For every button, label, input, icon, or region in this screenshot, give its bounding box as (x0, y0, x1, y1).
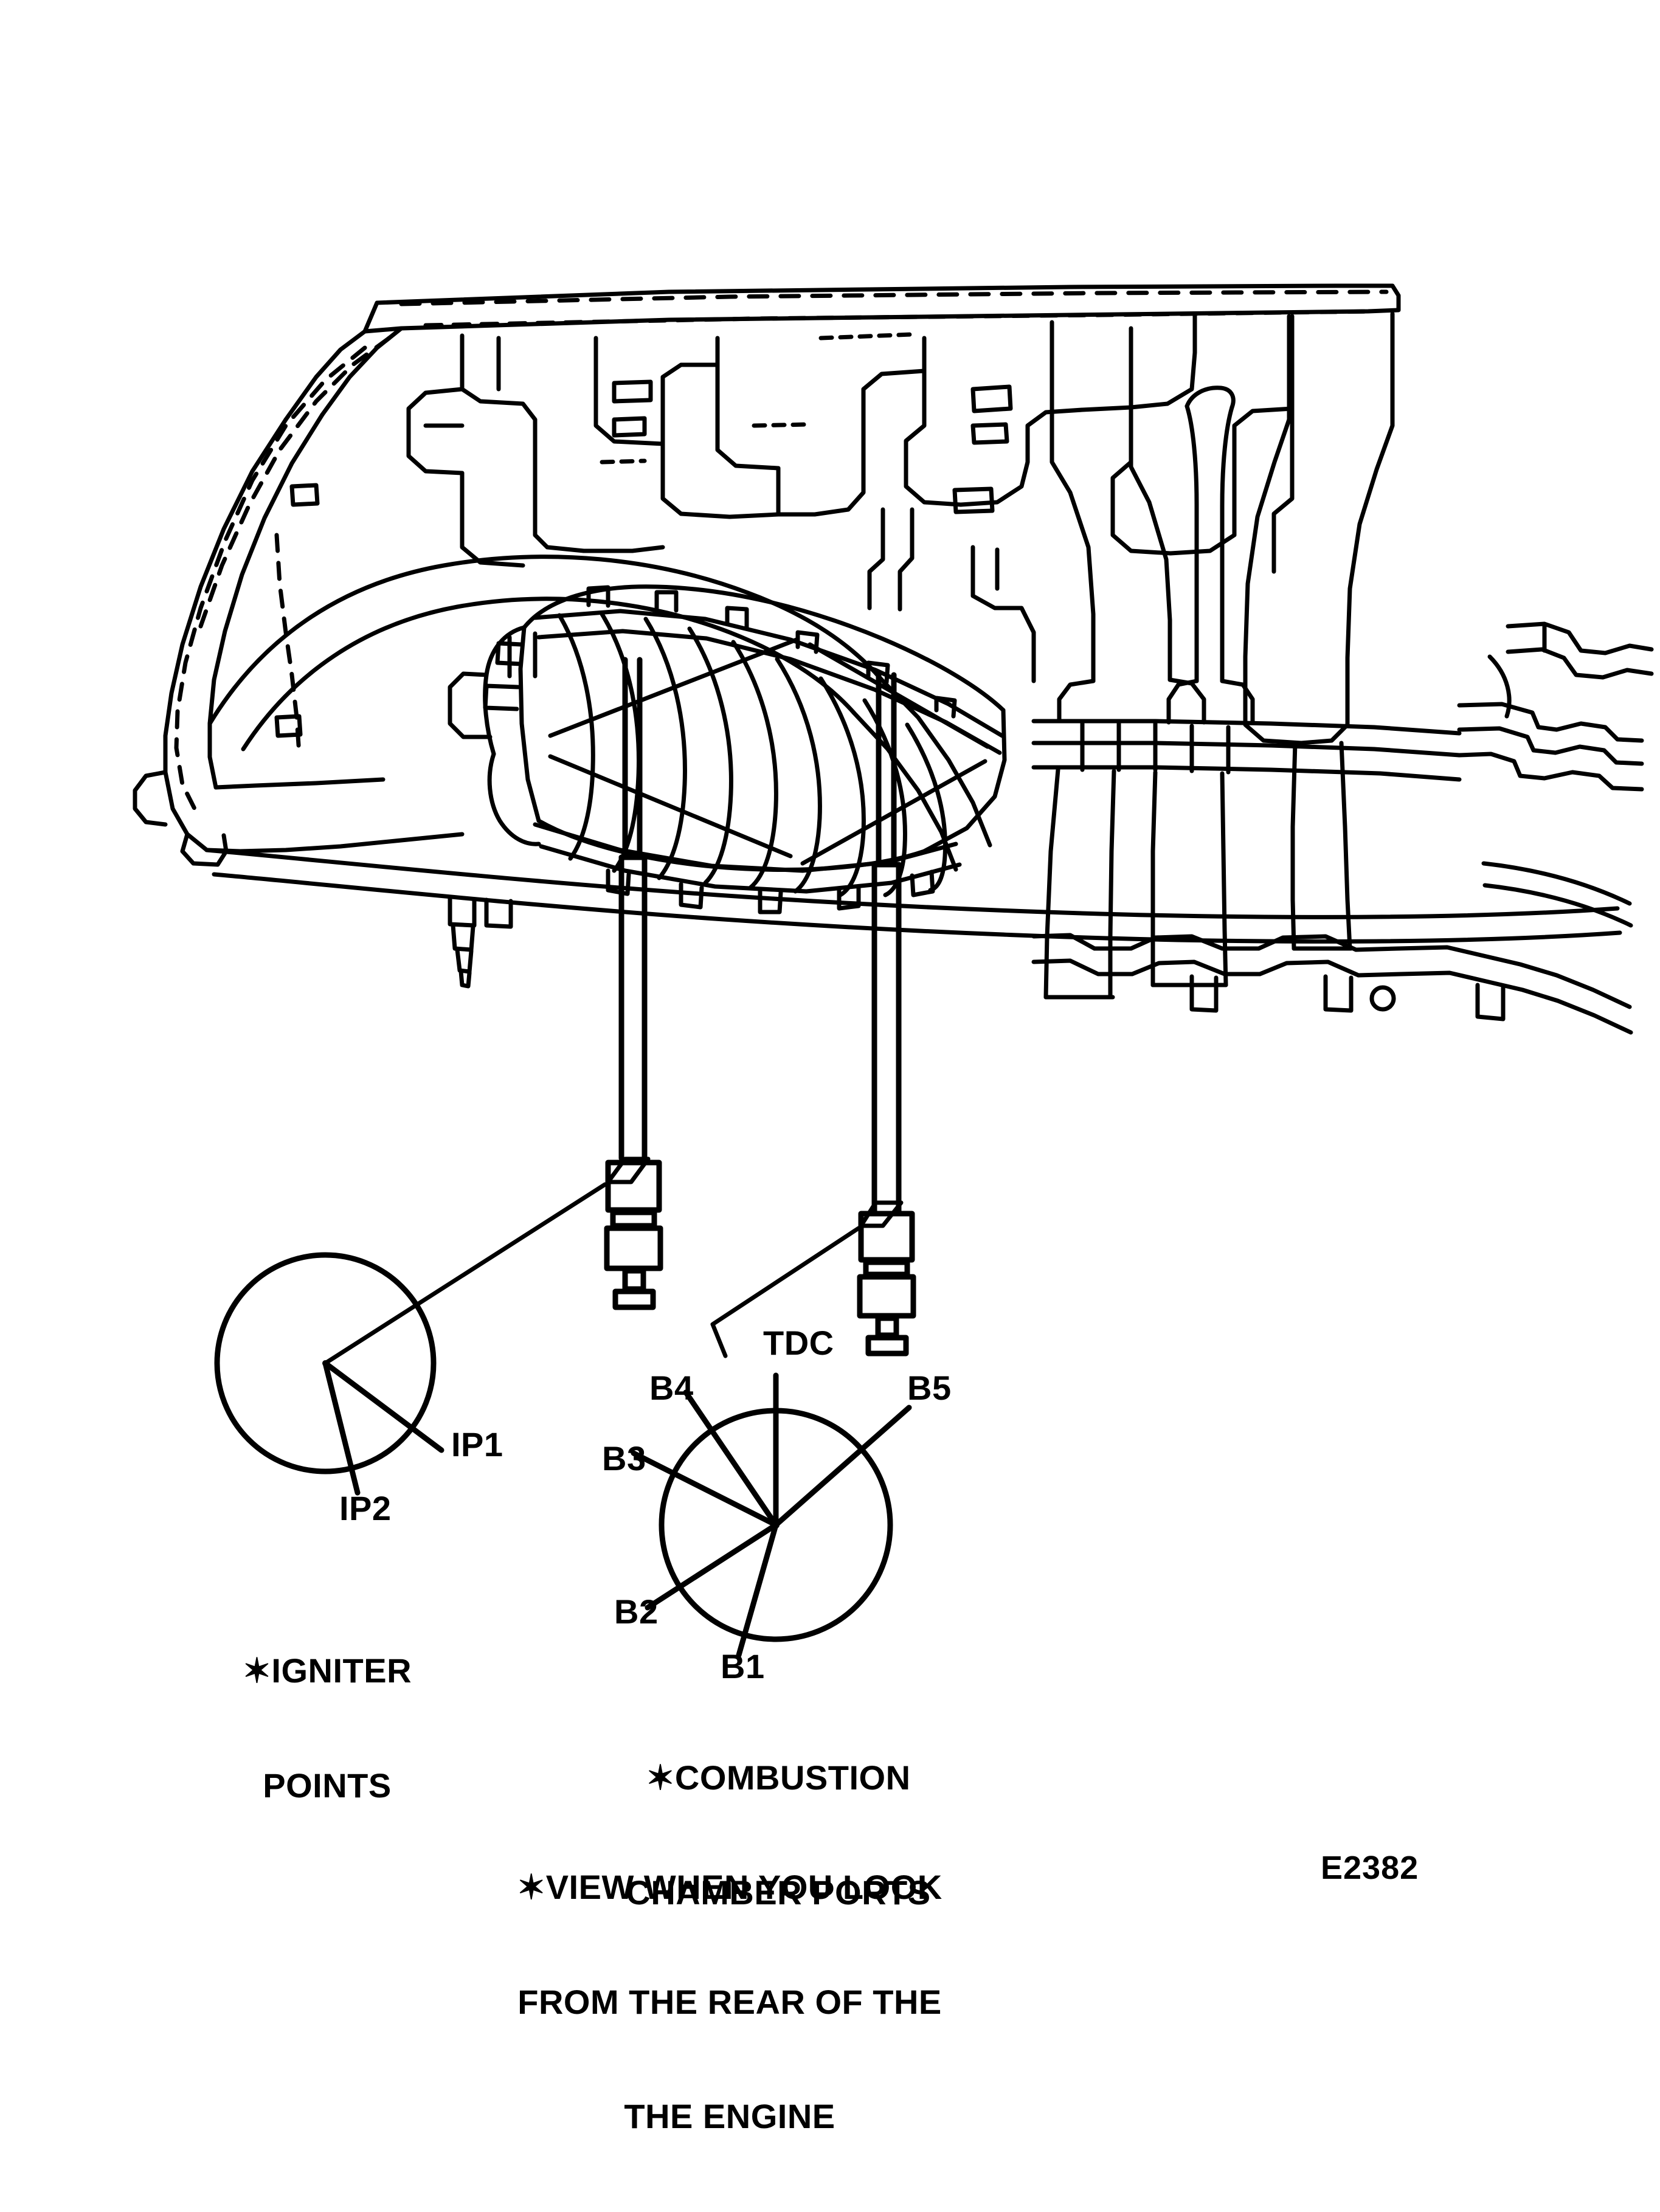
label-b4: B4 (649, 1369, 694, 1407)
igniter-ray-ip1 (322, 1360, 444, 1453)
figure-id-label: E2382 (1321, 1850, 1419, 1886)
engine-cross-section-figure: IP1 IP2 ✶IGNITER POINTS TDC B5 B4 B3 B2 … (133, 283, 1654, 2135)
engine-drawing-layer (133, 283, 1654, 1658)
note-line3: THE ENGINE (624, 2096, 835, 2135)
igniter-plug-left (604, 657, 663, 1310)
igniter-leader-line (323, 1182, 607, 1366)
igniter-points-caption: ✶IGNITER POINTS (218, 1576, 437, 1881)
combustion-ports-caption: ✶COMBUSTION CHAMBER PORTS (553, 1683, 1003, 1988)
igniter-plug-assemblies (604, 657, 916, 1357)
igniter-circle-outline (214, 1252, 437, 1474)
igniter-points-circle (214, 1252, 444, 1496)
note-line2: FROM THE REAR OF THE (517, 1982, 942, 2021)
note-line1: ✶VIEW WHEN YOU LOOK (517, 1868, 942, 1907)
label-ip1: IP1 (451, 1425, 503, 1464)
combustion-ports-circle (631, 1372, 912, 1658)
igniter-plug-right (857, 672, 916, 1357)
ports-caption-line1: ✶COMBUSTION (646, 1758, 911, 1797)
engine-outer-casing (133, 283, 1654, 1035)
label-b5: B5 (907, 1369, 952, 1407)
igniter-ray-ip2 (322, 1360, 361, 1496)
label-b1: B1 (721, 1647, 765, 1685)
igniter-caption-line2: POINTS (263, 1766, 392, 1805)
ports-ray-b4 (683, 1389, 779, 1528)
label-tdc: TDC (763, 1324, 834, 1362)
ports-ray-b2 (645, 1522, 779, 1611)
ports-caption-line2: CHAMBER PORTS (626, 1873, 931, 1912)
label-b3: B3 (602, 1439, 646, 1478)
ports-ray-b5 (773, 1405, 912, 1528)
ports-ray-b1 (736, 1522, 779, 1658)
ports-ray-b3 (631, 1450, 779, 1528)
label-b2: B2 (614, 1592, 659, 1631)
ports-leader-flag (859, 1200, 904, 1228)
view-orientation-note: ✶VIEW WHEN YOU LOOK FROM THE REAR OF THE… (493, 1792, 967, 2212)
label-ip2: IP2 (339, 1489, 392, 1527)
callout-leaders (323, 1156, 904, 1366)
igniter-leader-flag (606, 1156, 651, 1184)
ports-leader-line (710, 1226, 861, 1358)
igniter-caption-line1: ✶IGNITER (242, 1651, 412, 1690)
